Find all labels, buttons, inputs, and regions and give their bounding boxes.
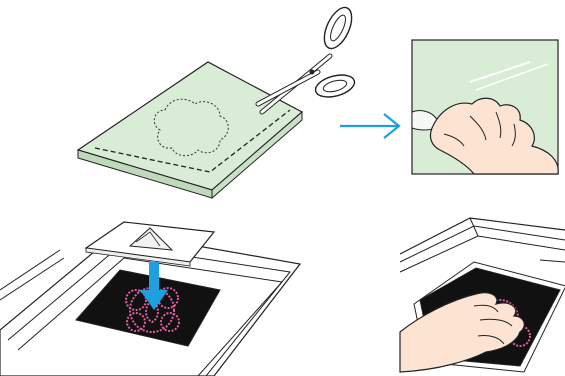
green-sheet — [76, 61, 304, 191]
motif-outline — [153, 98, 229, 157]
black-mat — [75, 269, 221, 347]
down-arrow-icon — [140, 262, 168, 310]
right-arrow-icon — [340, 113, 401, 139]
hand-icon — [399, 292, 525, 373]
hand-icon — [429, 97, 559, 175]
panel-place-on-sheet — [0, 221, 302, 376]
transfer-sheet — [84, 221, 216, 267]
scissors-icon — [255, 6, 356, 115]
cut-line — [94, 109, 291, 173]
panel-peel-backing — [411, 39, 559, 175]
panel-cut-sheet — [76, 6, 356, 200]
panel-press-with-hand — [399, 217, 565, 373]
